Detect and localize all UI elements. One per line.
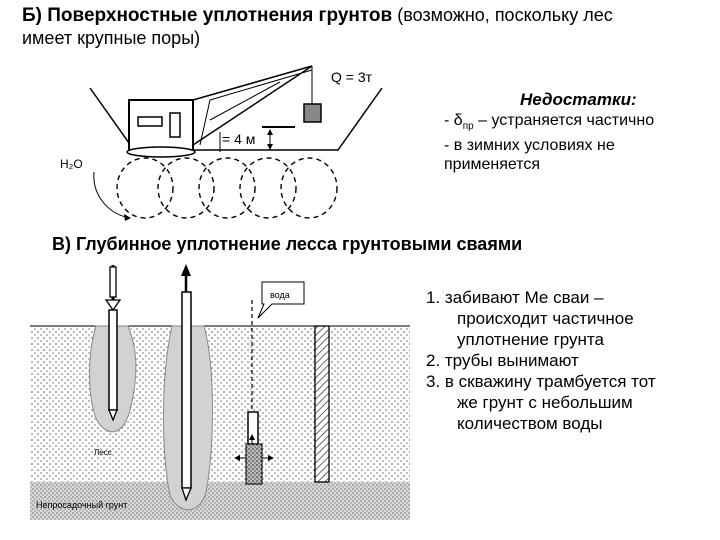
water-callout	[257, 281, 305, 319]
compaction-zones	[116, 157, 338, 219]
pile3-fill	[245, 443, 263, 485]
loess-label: Лесс	[94, 448, 112, 457]
bottom-soil-label: Непросадочный грунт	[36, 500, 127, 510]
step-3: 3. в скважину трамбуется тот	[426, 372, 656, 391]
machine-window	[137, 116, 163, 127]
step-2: 2. трубы вынимают	[426, 351, 579, 370]
non-subsiding-layer	[30, 482, 410, 520]
section-b-subtitle: имеет крупные поры)	[22, 28, 201, 48]
section-b-title: Б) Поверхностные уплотнения грунтов (воз…	[22, 4, 613, 27]
step-1-cont-a: происходит частичное	[457, 309, 634, 328]
drawbacks-heading: Недостатки:	[520, 90, 637, 109]
step-1: 1. забивают Ме сваи –	[426, 288, 604, 307]
step-3-cont-b: количеством воды	[457, 414, 603, 433]
step-1-cont-b: уплотнение грунта	[457, 330, 604, 349]
steps-list: 1. забивают Ме сваи – происходит частичн…	[426, 287, 656, 434]
drawback-2-cont: применяется	[444, 156, 541, 174]
loess-soil	[30, 326, 410, 482]
water-callout-label: вода	[270, 290, 290, 300]
water-label: H₂O	[60, 157, 83, 171]
machine-track	[126, 146, 196, 158]
step-3-cont-a: же грунт с небольшим	[457, 393, 633, 412]
machine-door	[169, 112, 181, 138]
height-label: = 4 м	[222, 131, 255, 147]
pile2	[181, 291, 192, 489]
section-v-title: В) Глубинное уплотнение лесса грунтовыми…	[52, 234, 523, 254]
drawbacks-list: - δпр – устраняется частично - в зимних …	[444, 111, 654, 174]
section-b-title-rest: (возможно, поскольку лес	[392, 5, 613, 25]
pile4-column	[314, 325, 330, 483]
section-b-title-bold: Б) Поверхностные уплотнения грунтов	[22, 5, 393, 26]
pit-outline	[89, 87, 383, 151]
drawback-2: - в зимних условиях не	[444, 137, 615, 155]
drawback-1: - δпр – устраняется частично	[444, 112, 655, 133]
load-weight	[303, 103, 322, 123]
water-arrow	[93, 171, 131, 219]
load-label: Q = 3т	[331, 69, 373, 85]
pile1	[108, 309, 118, 411]
